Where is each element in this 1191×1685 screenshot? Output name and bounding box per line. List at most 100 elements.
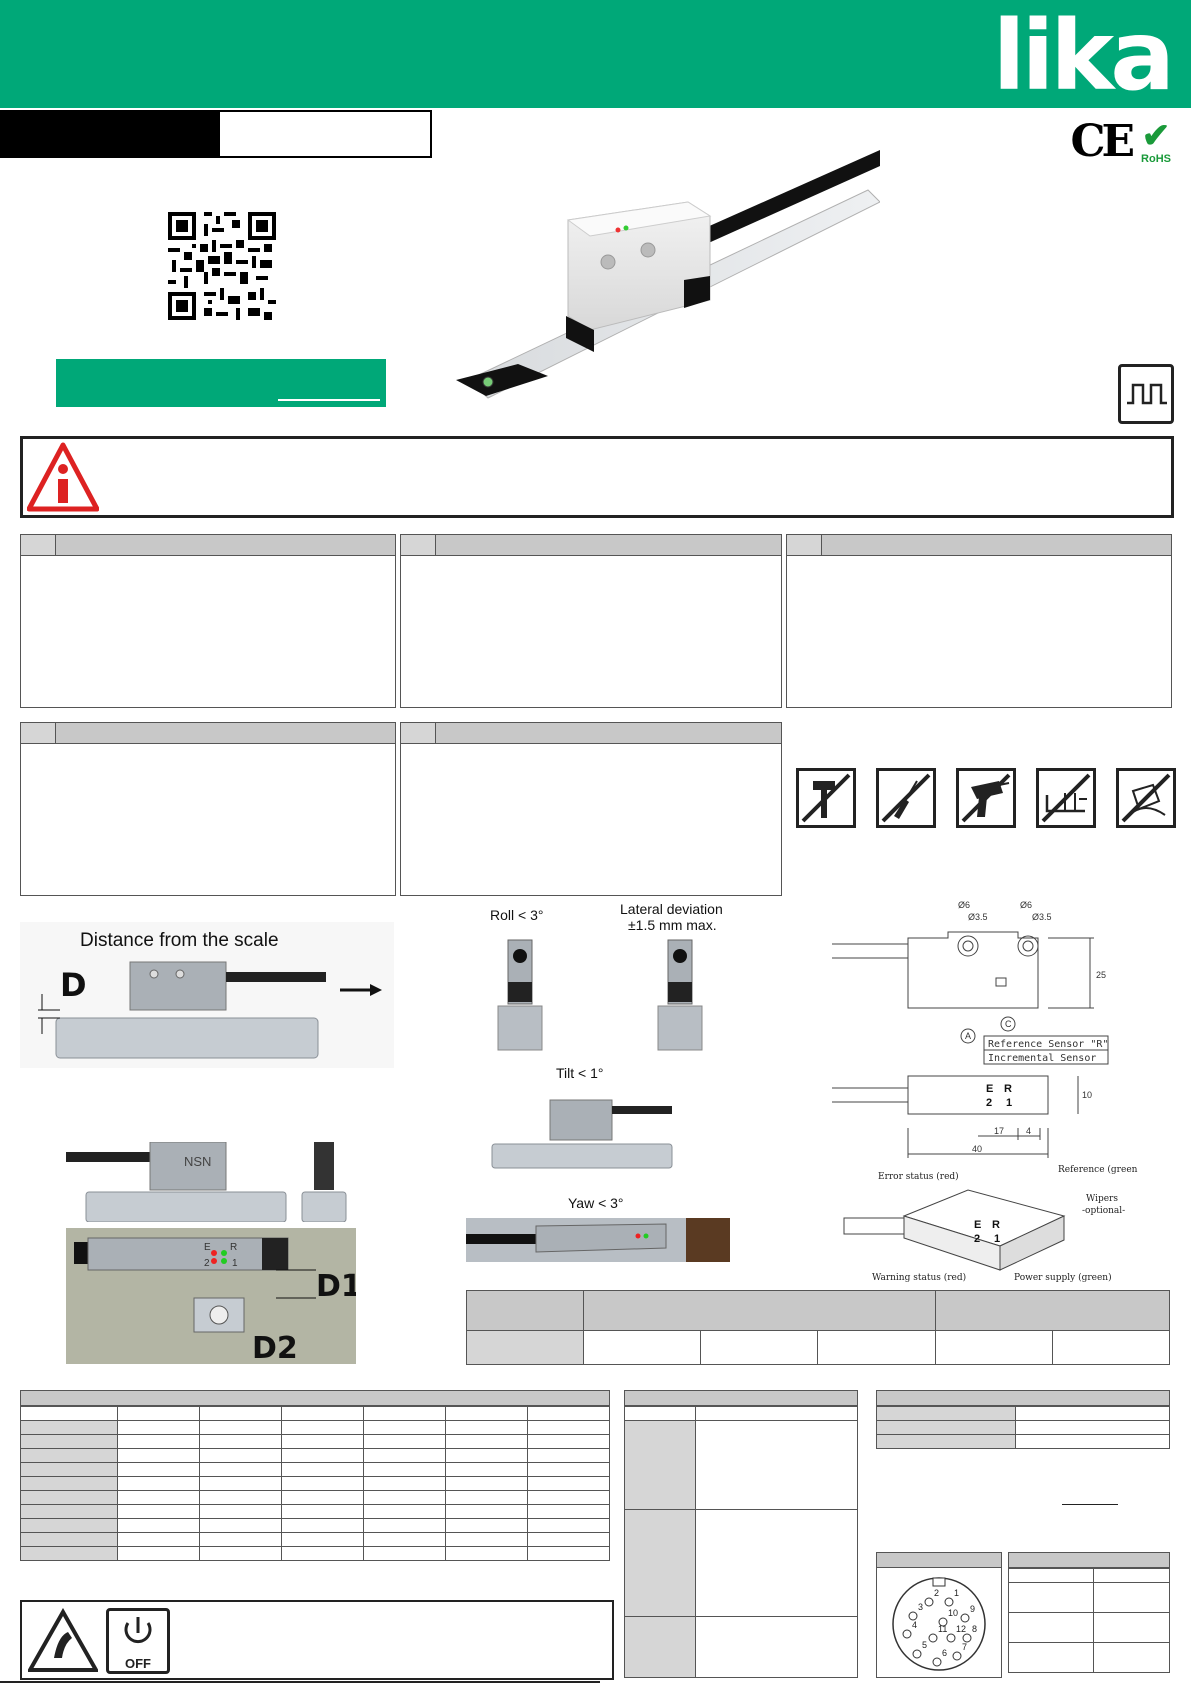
- connector-pin-number: 9: [970, 1604, 975, 1614]
- table-cell: [199, 1490, 282, 1505]
- table-cell: [199, 1518, 282, 1533]
- table-cell: [281, 1518, 364, 1533]
- certifications: CE ✔ RoHS: [1070, 116, 1171, 167]
- dim-6-left: Ø6: [958, 900, 970, 910]
- table-cell: [117, 1532, 200, 1547]
- qr-code[interactable]: [168, 212, 276, 320]
- yaw-figure: Yaw < 3°: [466, 1195, 730, 1262]
- table-cell: [624, 1405, 696, 1422]
- table-cell: [20, 1532, 118, 1547]
- yaw-label: Yaw < 3°: [568, 1195, 624, 1211]
- table-cell: [695, 1405, 858, 1422]
- table-cell: [445, 1532, 528, 1547]
- product-image: [456, 150, 880, 399]
- table-cell: [117, 1546, 200, 1561]
- dim-4: 4: [1026, 1126, 1031, 1136]
- table-cell: [1093, 1568, 1170, 1583]
- header-band: [0, 0, 1191, 108]
- table-cell: [281, 1406, 364, 1421]
- status-e: E: [974, 1219, 981, 1231]
- table-header-cell: [466, 1290, 584, 1331]
- d1-d2-figure: E R 2 1 D1 D2: [66, 1228, 356, 1364]
- specs-table: [876, 1390, 1170, 1449]
- table-cell: [199, 1434, 282, 1449]
- table-cell: [20, 1476, 118, 1491]
- no-hammer-icon: [796, 768, 856, 828]
- table-cell: [199, 1406, 282, 1421]
- table-cell: [363, 1406, 446, 1421]
- table-cell: [117, 1490, 200, 1505]
- square-wave-icon: [1118, 364, 1174, 424]
- dim-35-left: Ø3.5: [968, 912, 988, 922]
- table-cell: [20, 1406, 118, 1421]
- table-cell: [363, 1532, 446, 1547]
- table-cell: [117, 1420, 200, 1435]
- table-cell: [582, 1330, 702, 1365]
- table-cell: [695, 1420, 858, 1511]
- connector-pin-number: 10: [948, 1608, 958, 1618]
- signal-table-header: [624, 1390, 858, 1406]
- step-panel-3: [786, 534, 1172, 708]
- table-cell: [20, 1504, 118, 1519]
- table-cell: [695, 1509, 858, 1618]
- esd-warning-icon: [28, 1608, 98, 1672]
- table-cell: [1051, 1330, 1171, 1365]
- tilt-figure: Tilt < 1°: [491, 1065, 673, 1169]
- connector-pin: [908, 1611, 918, 1621]
- step-panel-2: [400, 534, 782, 708]
- led-e: E: [204, 1242, 211, 1253]
- status-r: R: [992, 1219, 1000, 1231]
- dim-40: 40: [972, 1144, 982, 1154]
- table-cell: [363, 1420, 446, 1435]
- table-cell: [20, 1434, 118, 1449]
- table-cell: [281, 1448, 364, 1463]
- connector-pin-number: 7: [962, 1642, 967, 1652]
- drawing-r: R: [1004, 1083, 1012, 1095]
- error-status-label: Error status (red): [878, 1171, 959, 1182]
- table-cell: [117, 1406, 200, 1421]
- d1-label: D1: [316, 1269, 356, 1304]
- table-cell: [363, 1546, 446, 1561]
- table-cell: [527, 1406, 610, 1421]
- table-cell: [695, 1616, 858, 1678]
- specs-link-underline[interactable]: [1062, 1504, 1118, 1505]
- step-panel-header: [787, 535, 1171, 556]
- signal-table: [624, 1390, 858, 1678]
- table-cell: [20, 1462, 118, 1477]
- table-cell: [700, 1330, 819, 1365]
- table-cell: [363, 1518, 446, 1533]
- lika-logo: lika: [992, 0, 1175, 112]
- legend-a: Reference Sensor "R": [988, 1039, 1108, 1050]
- title-bar-dark: [0, 110, 220, 158]
- ref-c-callout: C: [1005, 1019, 1012, 1029]
- table-cell: [527, 1546, 610, 1561]
- title-bar-light: [220, 110, 432, 158]
- table-cell: [117, 1504, 200, 1519]
- table-cell: [20, 1518, 118, 1533]
- led-2: 2: [204, 1258, 210, 1269]
- table-cell: [527, 1462, 610, 1477]
- drawing-2: 2: [986, 1097, 992, 1109]
- table-cell: [466, 1330, 584, 1365]
- connector-pin-number: 2: [934, 1588, 939, 1598]
- table-cell: [624, 1420, 696, 1511]
- dimension-drawing: Ø6 Ø6 Ø3.5 Ø3.5 25 A C Reference Sensor …: [832, 900, 1138, 1283]
- ce-mark: CE: [1070, 116, 1135, 167]
- connector-pin: [902, 1629, 912, 1639]
- step-panel-header: [21, 535, 395, 556]
- info-warning-box: [20, 436, 1174, 518]
- prohibited-tools: [796, 768, 1176, 828]
- table-cell: [363, 1462, 446, 1477]
- table-cell: [624, 1509, 696, 1618]
- step-panel-1: [20, 534, 396, 708]
- nsn-label: NSN: [184, 1154, 211, 1169]
- legend-c: Incremental Sensor: [988, 1053, 1096, 1064]
- table-cell: [1008, 1612, 1094, 1643]
- product-link-banner[interactable]: [56, 359, 386, 407]
- connector-pin-number: 11: [938, 1624, 947, 1634]
- status-1: 1: [994, 1233, 1000, 1245]
- connector-pin: [924, 1597, 934, 1607]
- roll-label: Roll < 3°: [490, 907, 543, 923]
- table-cell: [527, 1448, 610, 1463]
